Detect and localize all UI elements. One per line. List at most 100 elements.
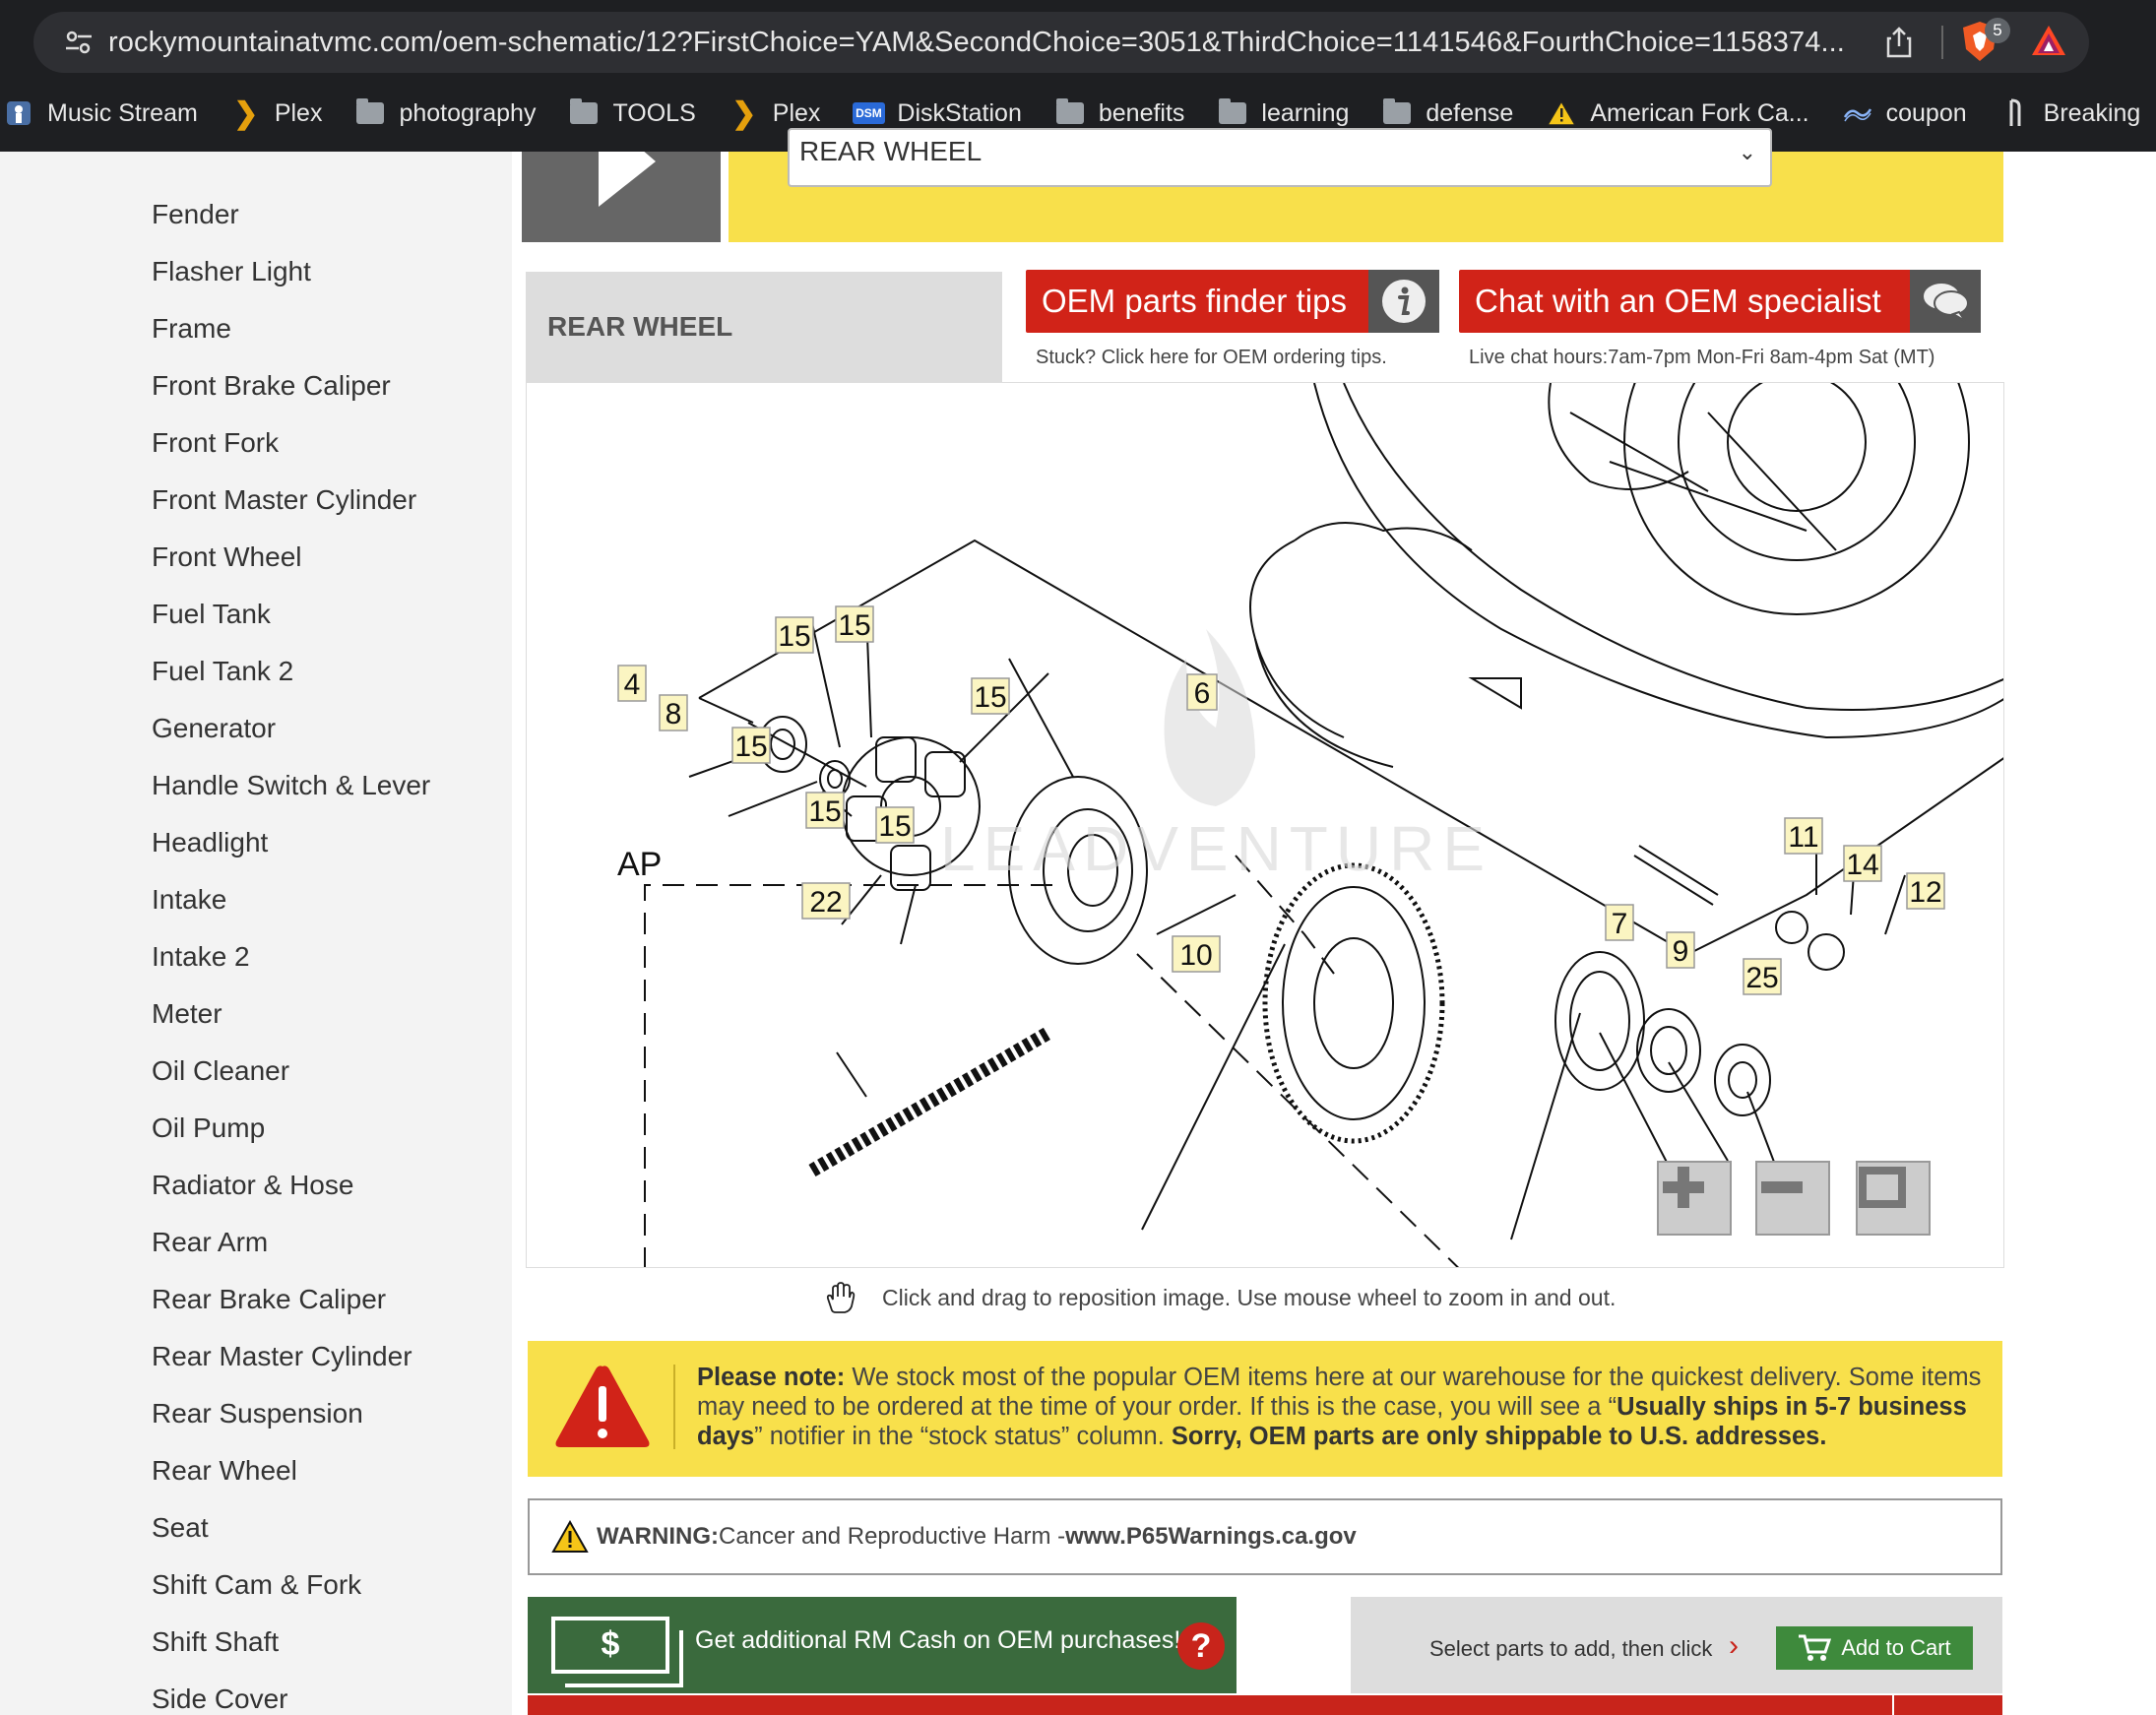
callout-box[interactable] <box>1743 958 1782 995</box>
sidebar-item[interactable]: Intake 2 <box>152 941 250 972</box>
sidebar-item[interactable]: Front Wheel <box>152 541 302 572</box>
bookmark-diskstation[interactable]: DSM DiskStation <box>853 99 1022 128</box>
sidebar-item[interactable]: Front Brake Caliper <box>152 370 391 401</box>
sidebar-item[interactable]: Intake <box>152 884 227 915</box>
callout-box[interactable] <box>775 616 814 654</box>
sidebar-item[interactable]: Flasher Light <box>152 256 311 286</box>
oem-tips-label: OEM parts finder tips <box>1042 283 1347 319</box>
callout-box[interactable] <box>835 605 874 643</box>
address-bar[interactable]: rockymountainatvmc.com/oem-schematic/12?… <box>33 12 2089 73</box>
callout-number[interactable]: 6 <box>1194 677 1211 710</box>
sidebar-item[interactable]: Rear Suspension <box>152 1398 363 1429</box>
callout-box[interactable] <box>805 792 845 829</box>
bookmark-plex[interactable]: ❯ Plex <box>231 97 322 130</box>
callout-box[interactable] <box>731 727 771 764</box>
bookmark-defense[interactable]: defense <box>1382 98 1514 128</box>
callout-box[interactable] <box>659 694 688 731</box>
bookmark-photography[interactable]: photography <box>355 98 536 128</box>
sidebar-item[interactable]: Frame <box>152 313 231 344</box>
sidebar-item[interactable]: Front Master Cylinder <box>152 484 417 515</box>
chat-specialist-button[interactable]: Chat with an OEM specialist <box>1459 270 1981 333</box>
p65-link[interactable]: www.P65Warnings.ca.gov <box>1065 1523 1357 1550</box>
callout-number[interactable]: 11 <box>1788 821 1818 854</box>
assembly-select[interactable]: REAR WHEEL ⌄ <box>788 128 1772 187</box>
callout-number[interactable]: 9 <box>1673 935 1689 968</box>
callout-box[interactable] <box>875 806 915 844</box>
callout-number[interactable]: 15 <box>778 620 810 653</box>
callout-box[interactable] <box>1172 935 1221 973</box>
sidebar-item[interactable]: Radiator & Hose <box>152 1170 354 1200</box>
callout-box[interactable] <box>801 882 851 920</box>
bookmark-learning[interactable]: learning <box>1218 98 1349 128</box>
callout-number[interactable]: 12 <box>1909 876 1941 909</box>
bookmark-american-fork[interactable]: American Fork Ca... <box>1547 99 1809 128</box>
nav-arrow-panel[interactable] <box>522 152 721 242</box>
bookmark-tools[interactable]: TOOLS <box>569 98 696 128</box>
bookmark-plex-2[interactable]: ❯ Plex <box>729 97 820 130</box>
sidebar-item[interactable]: Shift Cam & Fork <box>152 1569 362 1600</box>
callout-box[interactable] <box>1186 673 1218 711</box>
callout-number[interactable]: 15 <box>878 810 911 843</box>
sidebar-item[interactable]: Fuel Tank <box>152 599 271 629</box>
sidebar-item[interactable]: Rear Arm <box>152 1227 269 1257</box>
bookmark-label: defense <box>1426 98 1514 127</box>
callout-number[interactable]: 22 <box>809 886 842 919</box>
callout-number[interactable]: 10 <box>1179 939 1212 972</box>
zoom-out-button[interactable] <box>1755 1161 1830 1236</box>
zoom-in-button[interactable] <box>1657 1161 1732 1236</box>
bookmark-benefits[interactable]: benefits <box>1055 98 1184 128</box>
callout-number[interactable]: 15 <box>974 681 1006 714</box>
sidebar-item[interactable]: Side Cover <box>152 1683 288 1714</box>
oem-tips-button[interactable]: OEM parts finder tips <box>1026 270 1439 333</box>
callout-number[interactable]: 7 <box>1612 908 1628 940</box>
sidebar-item[interactable]: Headlight <box>152 827 269 858</box>
callout-box[interactable] <box>1906 872 1945 910</box>
chevron-down-icon: ⌄ <box>1738 140 1756 164</box>
callout-number[interactable]: 14 <box>1846 849 1878 881</box>
callout-number[interactable]: 8 <box>666 698 682 730</box>
callout-box[interactable] <box>1605 904 1634 941</box>
share-icon[interactable] <box>1874 27 1924 58</box>
callout-number[interactable]: 4 <box>624 668 641 701</box>
sidebar-item[interactable]: Rear Brake Caliper <box>152 1284 387 1314</box>
callout-number[interactable]: 15 <box>838 609 870 642</box>
bookmark-breaking[interactable]: Breaking <box>2000 99 2140 128</box>
callout-box[interactable] <box>617 665 647 702</box>
folder-icon <box>1055 98 1085 126</box>
callout-box[interactable] <box>1784 817 1823 855</box>
callout-box[interactable] <box>1666 931 1695 969</box>
callout-number[interactable]: 15 <box>734 730 767 763</box>
callout-box[interactable] <box>971 677 1010 715</box>
rm-cash-banner[interactable]: $ Get additional RM Cash on OEM purchase… <box>528 1597 1237 1693</box>
sidebar-item[interactable]: Fuel Tank 2 <box>152 656 294 686</box>
callout-box[interactable] <box>1843 845 1882 882</box>
sidebar-item[interactable]: Front Fork <box>152 427 280 458</box>
schematic-title-box: REAR WHEEL <box>526 272 1002 382</box>
sidebar-item[interactable]: Generator <box>152 713 277 743</box>
fullscreen-icon <box>1859 1167 1906 1208</box>
warning-triangle-icon <box>555 1366 650 1447</box>
sidebar-item[interactable]: Fender <box>152 199 239 229</box>
drag-hint: Click and drag to reposition image. Use … <box>823 1280 1616 1315</box>
fit-screen-button[interactable] <box>1856 1161 1931 1236</box>
brave-rewards-icon[interactable] <box>2030 24 2067 57</box>
add-to-cart-button[interactable]: Add to Cart <box>1776 1626 1973 1670</box>
callout-number[interactable]: 25 <box>1745 962 1778 994</box>
oem-tips-subtext[interactable]: Stuck? Click here for OEM ordering tips. <box>1036 347 1387 368</box>
callout-number[interactable]: 15 <box>808 795 841 828</box>
bookmark-label: Music Stream <box>47 98 198 127</box>
plus-icon <box>1663 1167 1704 1208</box>
sidebar-item[interactable]: Meter <box>152 998 222 1029</box>
sidebar-item[interactable]: Rear Master Cylinder <box>152 1341 412 1371</box>
sidebar-item[interactable]: Oil Cleaner <box>152 1055 290 1086</box>
help-question-icon[interactable]: ? <box>1177 1622 1225 1670</box>
site-settings-icon[interactable] <box>49 30 108 55</box>
sidebar-item[interactable]: Rear Wheel <box>152 1455 297 1486</box>
bookmark-music-stream[interactable]: Music Stream <box>4 99 198 128</box>
sidebar-item[interactable]: Shift Shaft <box>152 1626 280 1657</box>
sidebar-item[interactable]: Seat <box>152 1512 209 1543</box>
sidebar-item[interactable]: Oil Pump <box>152 1112 266 1143</box>
sidebar-item[interactable]: Handle Switch & Lever <box>152 770 431 800</box>
bookmark-coupon[interactable]: coupon <box>1843 99 1967 128</box>
